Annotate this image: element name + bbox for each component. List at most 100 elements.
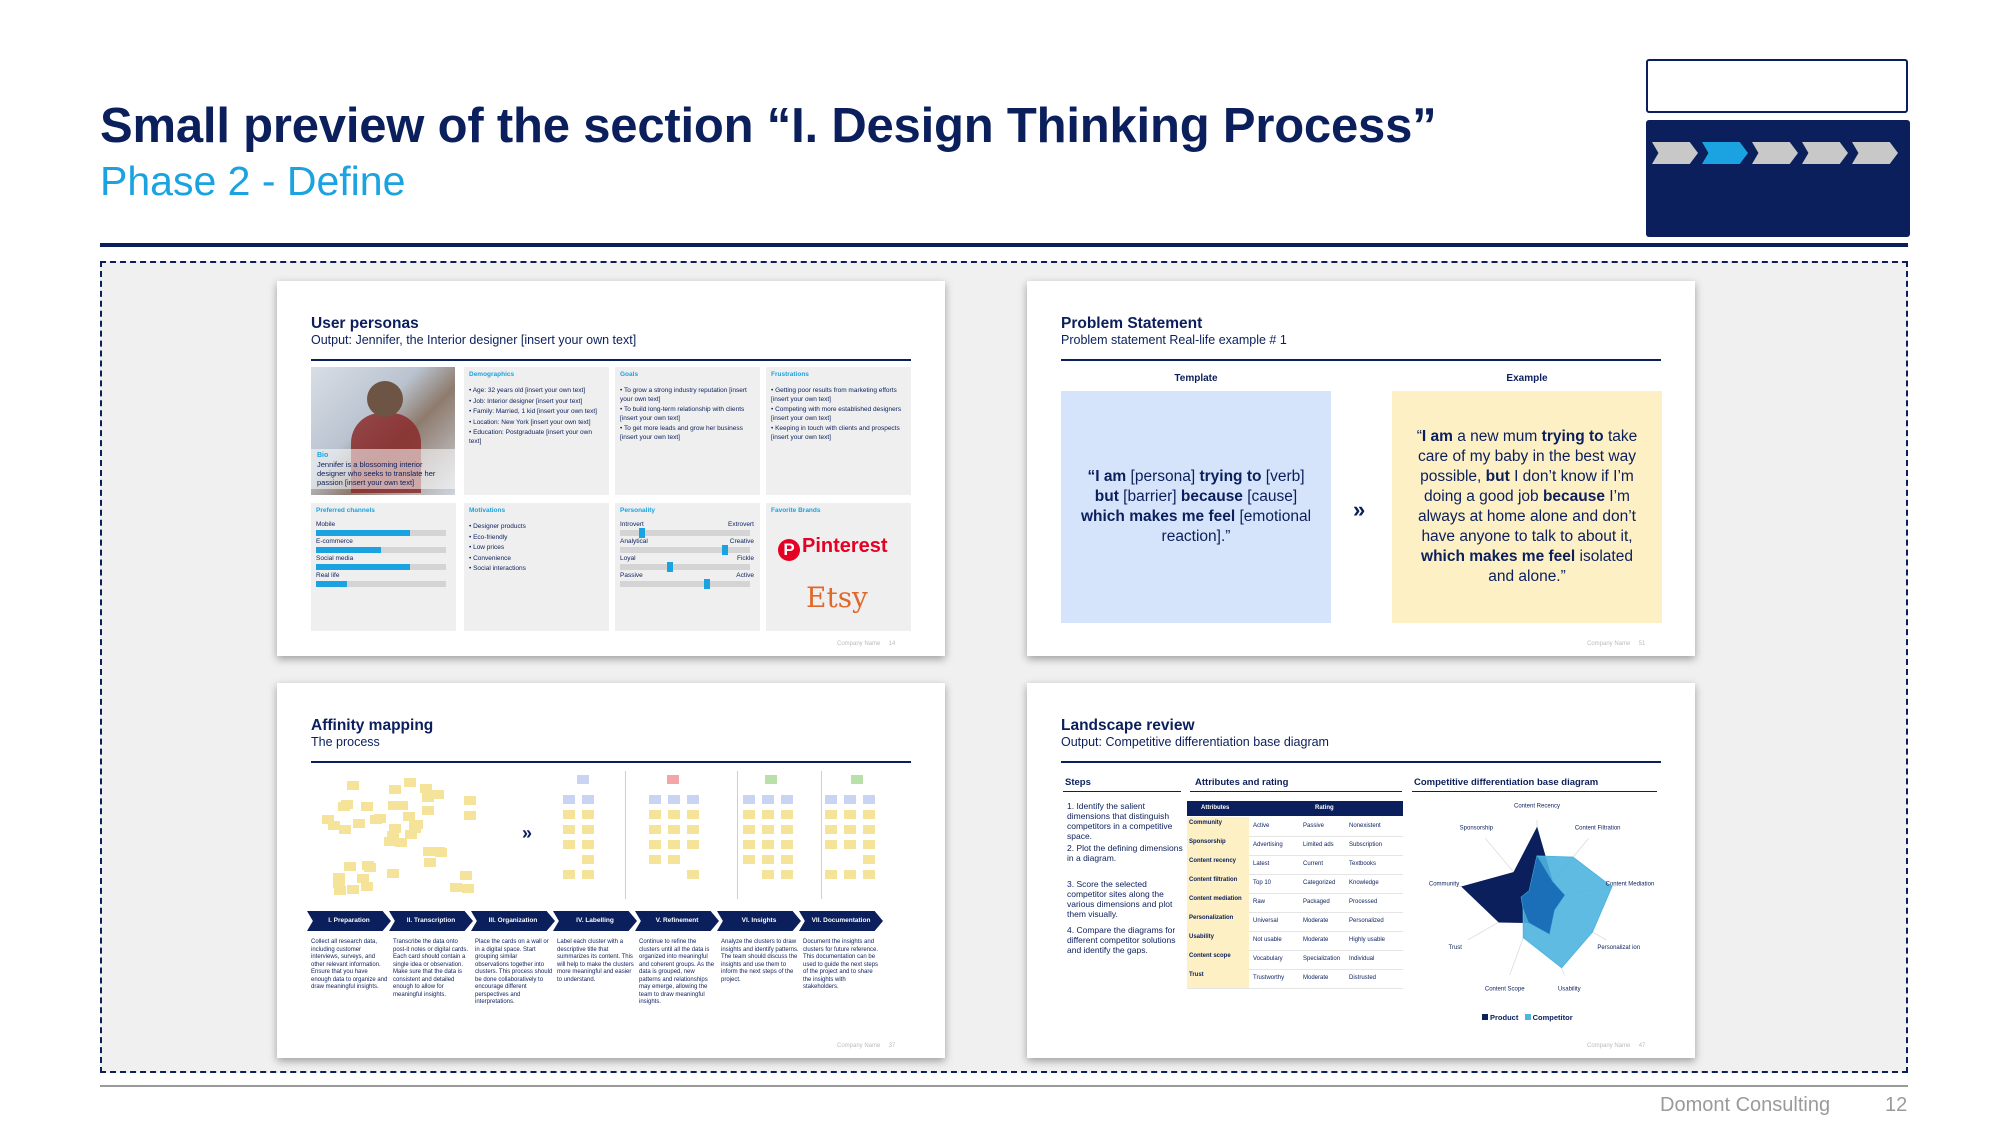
diagram-rule	[1412, 791, 1657, 792]
sticky-note	[687, 870, 699, 879]
channel-bar	[316, 547, 446, 553]
sticky-note	[781, 840, 793, 849]
slide-user-personas: User personas Output: Jennifer, the Inte…	[277, 281, 945, 656]
sticky-note	[334, 885, 347, 895]
tpl-emotion: [emotional reaction].”	[1161, 508, 1312, 545]
rating-option: Subscription	[1349, 842, 1383, 848]
slide-landscape-review: Landscape review Output: Competitive dif…	[1027, 683, 1695, 1058]
list-item: • Low prices	[469, 544, 505, 551]
sticky-note	[403, 812, 416, 821]
sticky-note	[844, 870, 856, 879]
cluster-label-note	[851, 775, 863, 784]
list-item: • Getting poor results from marketing ef…	[771, 387, 897, 403]
process-step-description: Continue to refine the clusters until al…	[639, 939, 715, 1005]
sticky-note	[844, 840, 856, 849]
tpl-persona: [persona]	[1126, 468, 1200, 485]
tpl-trying-to: trying to	[1199, 468, 1262, 485]
sticky-note	[408, 824, 421, 834]
template-box: “I am [persona] trying to [verb] but [ba…	[1061, 391, 1331, 623]
sticky-note	[421, 792, 434, 802]
sticky-note	[668, 825, 680, 834]
channel-label: Mobile	[316, 521, 336, 528]
attributes-heading: Attributes and rating	[1195, 777, 1289, 788]
sticky-note	[649, 810, 661, 819]
slide-divider	[1061, 359, 1661, 361]
rating-option: Nonexistent	[1349, 823, 1381, 829]
pinterest-mark: P	[778, 539, 800, 561]
example-text: “I am a new mum trying to take care of m…	[1406, 427, 1648, 587]
sticky-note	[332, 878, 345, 888]
process-step-description: Label each cluster with a descriptive ti…	[557, 939, 634, 983]
attribute-name: Content recency	[1187, 855, 1249, 874]
rating-option: Current	[1303, 861, 1324, 867]
frustrations-list: • Getting poor results from marketing ef…	[771, 387, 907, 444]
preview-frame: User personas Output: Jennifer, the Inte…	[100, 261, 1908, 1073]
sticky-note	[762, 810, 774, 819]
tpl-i-am: “I am	[1087, 468, 1127, 485]
rating-option: Trustworthy	[1253, 975, 1285, 981]
sticky-note	[356, 874, 369, 884]
nav-chevron-3	[1752, 142, 1798, 164]
radar-axis-label: Sponsorship	[1460, 826, 1494, 832]
personality-marker	[721, 545, 728, 555]
list-item: • To grow a strong industry reputation […	[620, 387, 747, 403]
attributes-rule	[1190, 791, 1402, 792]
channel-bar-fill	[316, 530, 410, 536]
ex-emotion: isolated and alone.”	[1488, 548, 1633, 585]
sticky-note	[433, 846, 446, 856]
sticky-note	[386, 830, 399, 840]
personality-track	[620, 579, 750, 589]
channel-label: Social media	[316, 555, 354, 562]
radar-overlap	[1521, 856, 1565, 934]
sticky-note	[743, 810, 755, 819]
list-item: • Age: 32 years old [insert your own tex…	[469, 387, 586, 394]
list-item: • Job: Interior designer [insert your te…	[469, 397, 583, 405]
slide-footer: Company Name 51	[1587, 641, 1645, 647]
template-label: Template	[1174, 373, 1218, 384]
sticky-note	[563, 810, 575, 819]
list-item: • Competing with more established design…	[771, 406, 902, 422]
channel-label: Real life	[316, 572, 340, 579]
template-text: “I am [persona] trying to [verb] but [ba…	[1075, 467, 1317, 547]
sticky-note	[464, 811, 477, 821]
steps-heading: Steps	[1065, 777, 1091, 788]
nav-chevron-1	[1652, 142, 1698, 164]
diagram-heading: Competitive differentiation base diagram	[1414, 777, 1599, 788]
pinterest-wordmark: Pinterest	[802, 535, 888, 557]
sticky-note	[687, 810, 699, 819]
sticky-note	[394, 837, 407, 847]
list-item: • Education: Postgraduate [insert your o…	[469, 429, 592, 445]
process-step-description: Place the cards on a wall or in a digita…	[475, 939, 553, 1005]
channels-label: Preferred channels	[316, 507, 375, 514]
sticky-note	[649, 825, 661, 834]
sticky-note	[825, 825, 837, 834]
sticky-note	[404, 777, 417, 787]
process-step: IV. Labelling	[553, 911, 637, 931]
tpl-barrier: [barrier]	[1118, 488, 1181, 505]
rating-option: Specialization	[1303, 956, 1341, 962]
etsy-logo: Etsy	[806, 581, 868, 614]
sticky-note	[464, 796, 477, 806]
sticky-note	[668, 840, 680, 849]
sticky-note	[582, 855, 594, 864]
process-step: I. Preparation	[307, 911, 391, 931]
process-step-description: Analyze the clusters to draw insights an…	[721, 939, 799, 983]
sticky-note	[863, 795, 875, 804]
radar-axis-label: Content Filtration	[1575, 826, 1621, 832]
process-step: VII. Documentation	[799, 911, 883, 931]
list-item: • To build long-term relationship with c…	[620, 406, 745, 422]
section-navigator-label-box	[1646, 59, 1908, 113]
channel-bar-fill	[316, 547, 381, 553]
radar-axis-label: Personalizat ion	[1597, 945, 1640, 951]
example-box: “I am a new mum trying to take care of m…	[1392, 391, 1662, 623]
personality-right-label: Creative	[729, 538, 754, 545]
sticky-note	[361, 882, 373, 892]
slide-title: User personas	[311, 315, 419, 332]
bio-label: Bio	[317, 452, 329, 459]
ex-quote: “	[1416, 428, 1422, 445]
ex-i-am: I am	[1421, 428, 1453, 445]
personality-track	[620, 528, 750, 538]
motivations-list: • Designer products• Eco-friendly• Low p…	[469, 523, 605, 576]
sticky-note	[328, 821, 341, 831]
